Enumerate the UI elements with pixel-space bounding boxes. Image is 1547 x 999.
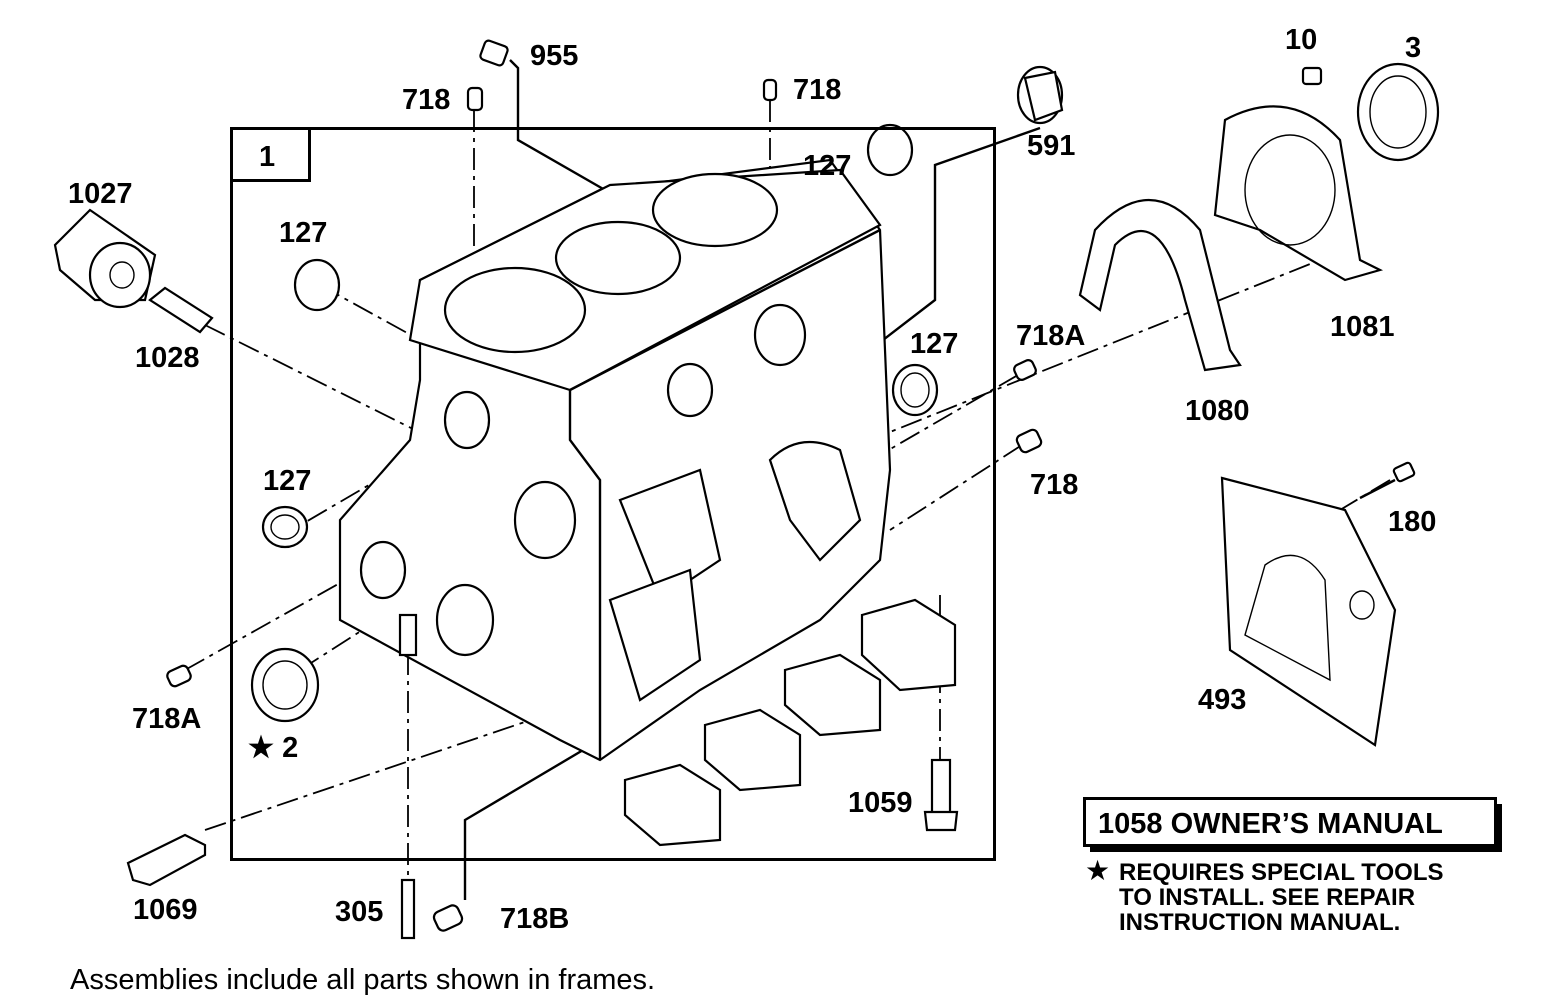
part-1069-sensor <box>126 833 207 887</box>
part-955-plug <box>479 39 509 67</box>
callout-1069: 1069 <box>133 894 198 926</box>
star-icon: ★ <box>1085 855 1111 886</box>
note-line-3: INSTRUCTION MANUAL. <box>1119 909 1401 936</box>
callout-955: 955 <box>530 40 579 72</box>
part-305-stud <box>398 613 418 940</box>
callout-718A-right: 718A <box>1016 320 1086 352</box>
cylinder-block <box>338 158 892 762</box>
callout-127-right: 127 <box>910 328 959 360</box>
part-1027-oil-filter <box>53 208 157 309</box>
frame-number: 1 <box>233 130 311 182</box>
part-1080-adapter <box>1078 198 1242 372</box>
callout-591: 591 <box>1027 130 1076 162</box>
callout-127-left: 127 <box>279 217 328 249</box>
part-1059-bolt <box>923 758 959 832</box>
special-tools-note: ★ REQUIRES SPECIAL TOOLS TO INSTALL. SEE… <box>1085 855 1444 936</box>
callout-180: 180 <box>1388 506 1437 538</box>
callout-718A-left: 718A <box>132 703 202 735</box>
part-718A-dowel-left <box>166 664 192 688</box>
assembly-frame: 1 <box>230 127 996 861</box>
callout-127-lower-left: 127 <box>263 465 312 497</box>
callout-2: ★ 2 <box>248 734 298 763</box>
part-127-seal-right <box>891 363 939 417</box>
bearing-caps <box>623 598 957 847</box>
part-1081-housing <box>1213 105 1384 282</box>
part-718B-dowel <box>432 904 464 932</box>
part-718-dowel-right <box>1015 428 1043 454</box>
note-line-1: REQUIRES SPECIAL TOOLS <box>1119 859 1444 886</box>
callout-10: 10 <box>1285 24 1318 56</box>
callout-718B: 718B <box>500 903 570 935</box>
callout-718-top-center: 718 <box>793 74 842 106</box>
callout-493: 493 <box>1198 684 1247 716</box>
part-3-seal <box>1356 62 1440 162</box>
callout-718-top-left: 718 <box>402 84 451 116</box>
callout-3: 3 <box>1405 32 1422 64</box>
part-718-pin-top-center <box>762 78 778 102</box>
owners-manual-box: 1058 OWNER’S MANUAL <box>1083 797 1502 852</box>
part-10-screw <box>1301 66 1323 86</box>
part-591-plug <box>1016 65 1064 125</box>
part-718A-dowel-right <box>1013 359 1037 381</box>
note-line-2: TO INSTALL. SEE REPAIR <box>1119 884 1416 911</box>
part-493-plate <box>1220 476 1397 747</box>
part-1028-stud <box>148 286 214 334</box>
callout-127-top: 127 <box>803 150 852 182</box>
callout-718-right: 718 <box>1030 469 1079 501</box>
callout-1059: 1059 <box>848 787 913 819</box>
caption: Assemblies include all parts shown in fr… <box>70 964 656 996</box>
callout-1081: 1081 <box>1330 311 1395 343</box>
part-718-pin-top-left <box>466 86 484 112</box>
part-127-plug-top <box>866 123 914 177</box>
callout-305: 305 <box>335 896 384 928</box>
part-2-seal <box>250 647 320 723</box>
part-180-screw <box>1359 461 1416 500</box>
callout-1028: 1028 <box>135 342 200 374</box>
callout-1027: 1027 <box>68 178 133 210</box>
callout-1080: 1080 <box>1185 395 1250 427</box>
part-127-seal-lower-left <box>261 505 309 549</box>
callout-2-number: 2 <box>282 732 299 764</box>
part-127-plug-left <box>293 258 341 312</box>
special-tool-star-icon: ★ <box>248 732 274 764</box>
